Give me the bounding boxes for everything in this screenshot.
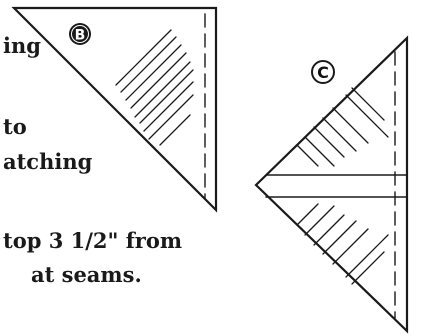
instruction-text-line-2: to xyxy=(3,114,27,139)
instruction-text-line-1: ing xyxy=(3,33,41,58)
label-c-badge: C xyxy=(311,60,335,84)
label-b-badge: B xyxy=(69,23,91,45)
instruction-text-line-5: at seams. xyxy=(31,262,142,287)
figure-c: C xyxy=(254,35,409,334)
label-c: C xyxy=(317,63,329,82)
hatching-b xyxy=(115,29,194,146)
figure-b: B xyxy=(11,6,218,213)
square-c-outline xyxy=(254,35,409,334)
instruction-text-line-3: atching xyxy=(3,149,93,174)
label-c-circle xyxy=(311,60,335,84)
hatching-c-top xyxy=(296,87,389,167)
label-b-circle xyxy=(69,23,91,45)
instruction-text-line-4: top 3 1/2" from xyxy=(3,228,183,253)
hatching-c-bottom xyxy=(296,203,389,285)
label-b: B xyxy=(75,28,86,44)
triangle-b-outline xyxy=(11,6,218,213)
label-b-ring xyxy=(71,25,89,43)
